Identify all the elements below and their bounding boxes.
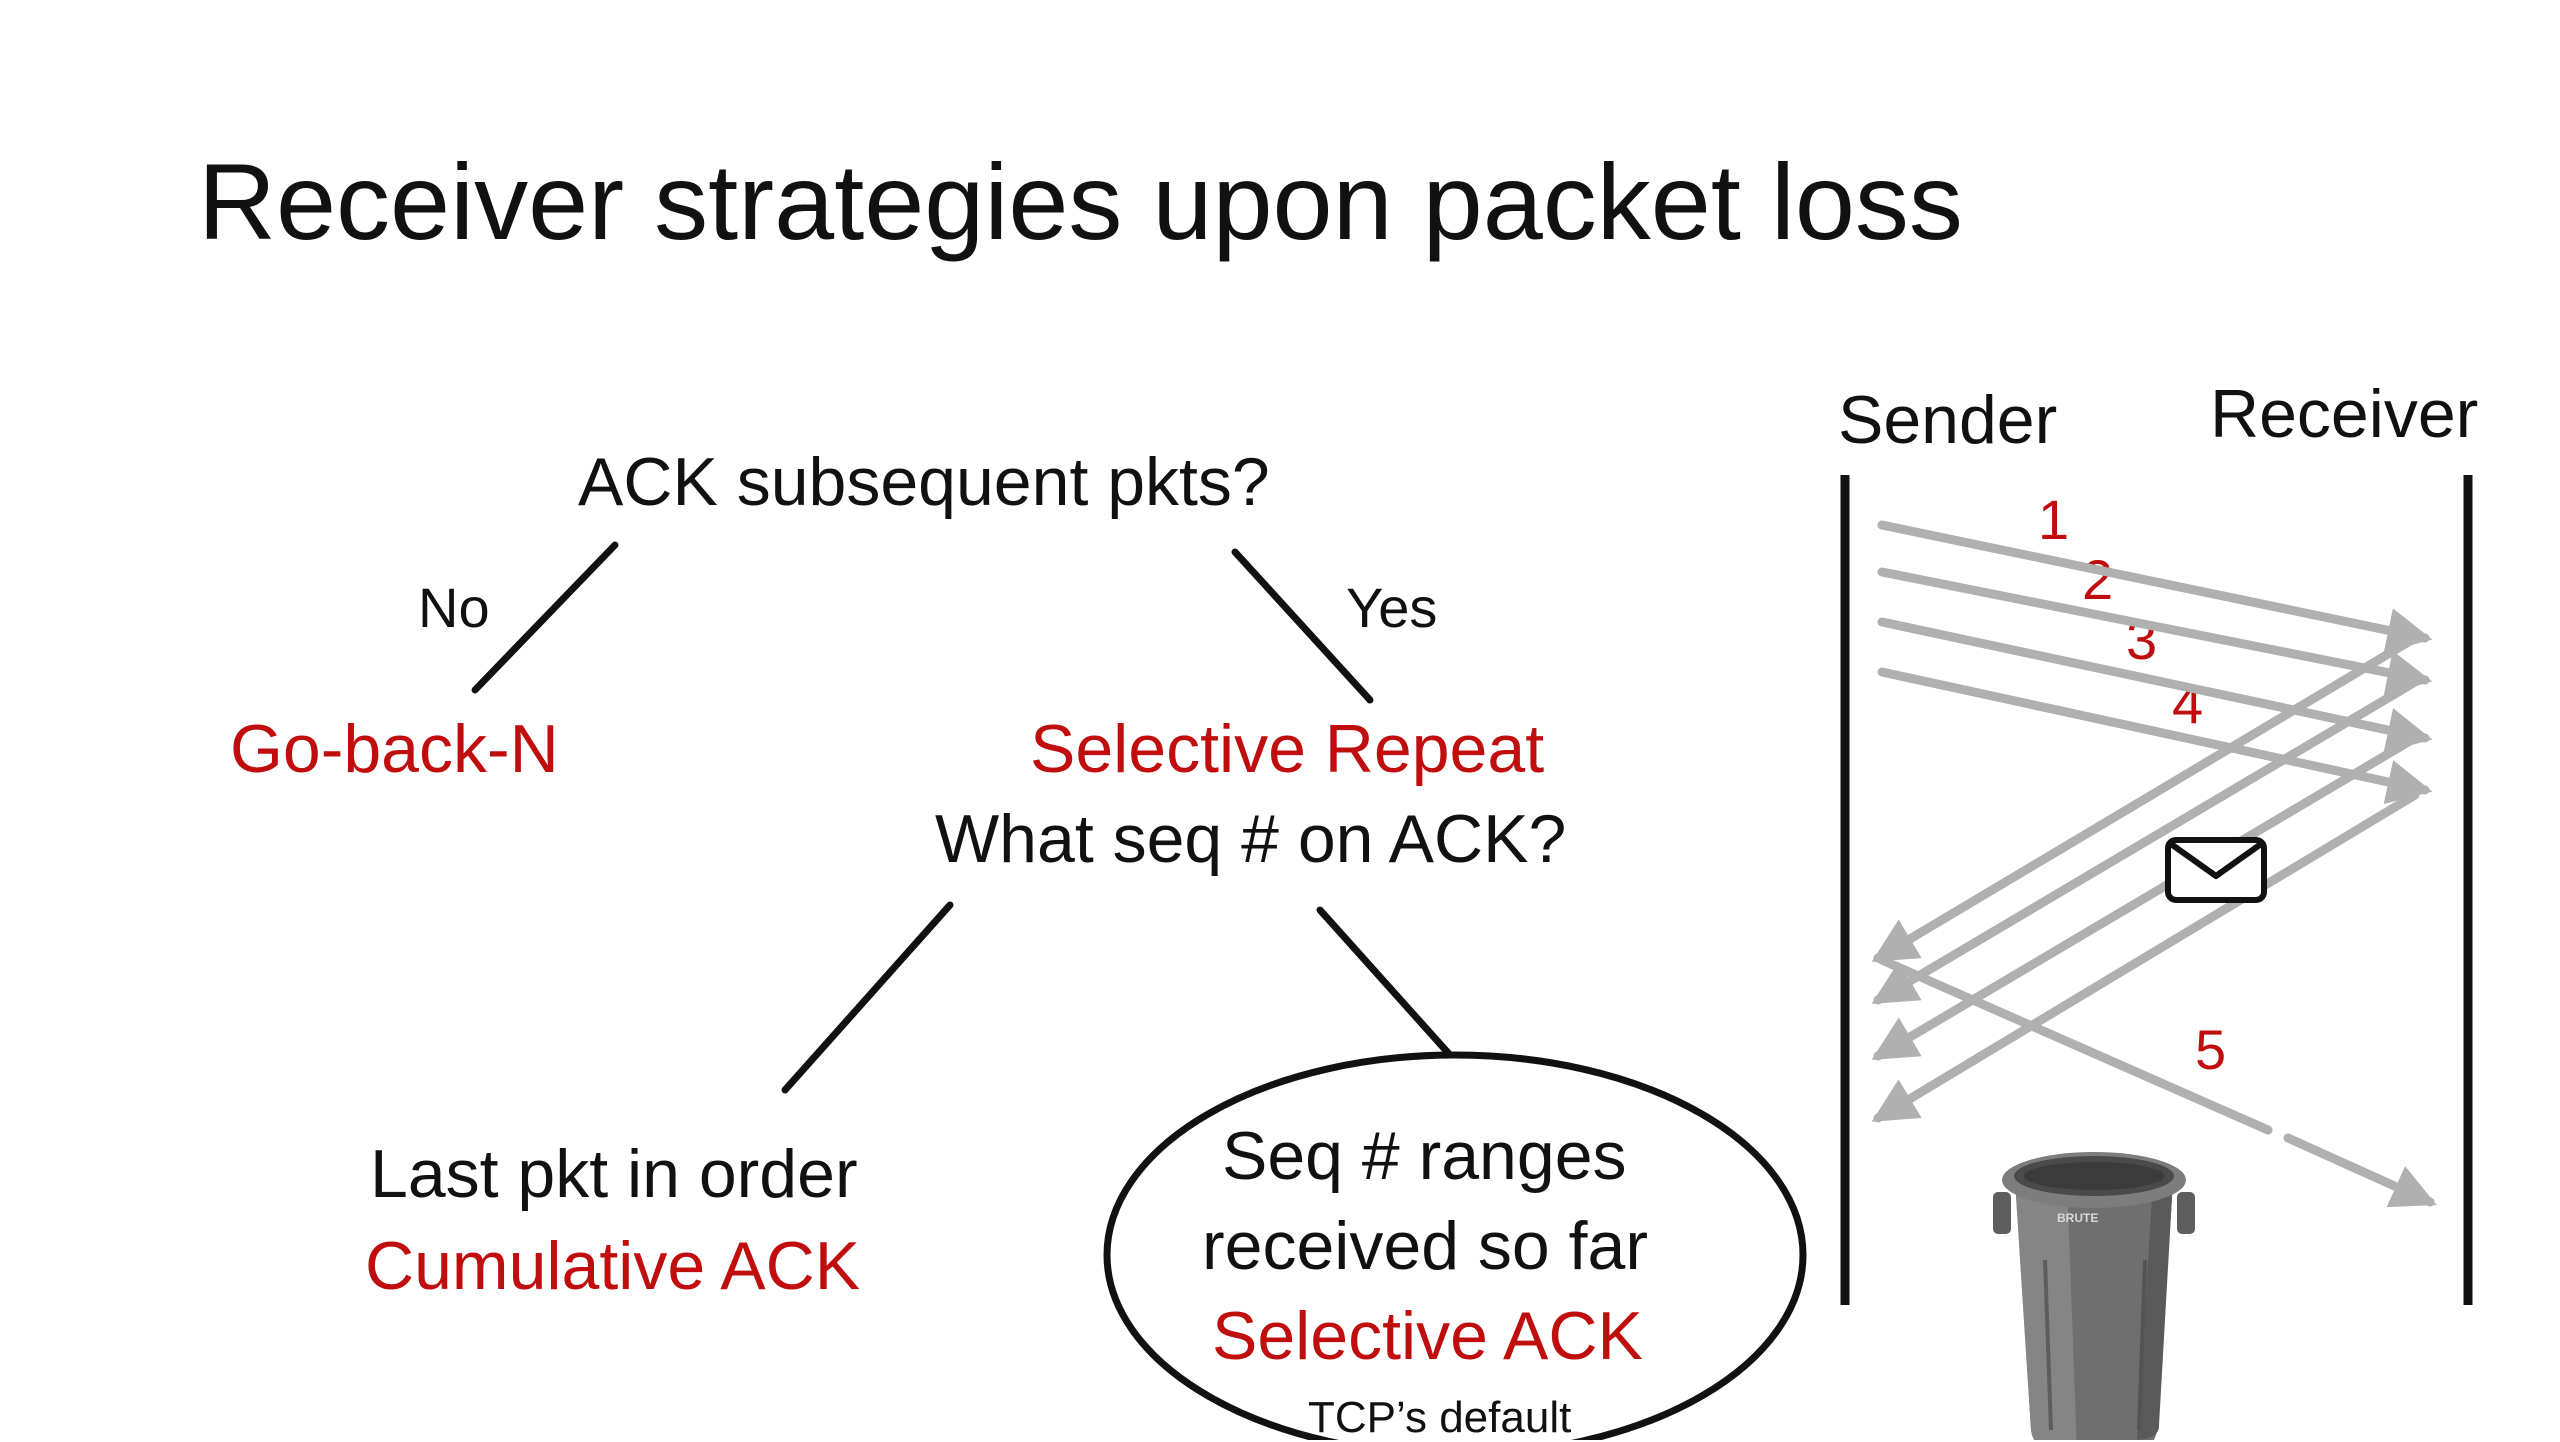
slide-title: Receiver strategies upon packet loss (198, 141, 1963, 262)
edge-cumulative (781, 901, 954, 1094)
branch-yes-label: Yes (1346, 576, 1438, 639)
edge-yes (1231, 548, 1374, 704)
packet-label-5: 5 (2195, 1018, 2227, 1081)
ack-arrow-2 (1871, 677, 2420, 1005)
cumulative-ack-label: Cumulative ACK (365, 1228, 861, 1304)
cumulative-leaf-line1: Last pkt in order (370, 1136, 858, 1212)
edge-no (471, 541, 619, 694)
sender-label: Sender (1838, 382, 2058, 458)
ack-arrow-3 (1871, 733, 2420, 1061)
selective-leaf-line1: Seq # ranges (1222, 1118, 1627, 1194)
second-question: What seq # on ACK? (935, 801, 1567, 877)
selective-leaf-line2: received so far (1202, 1208, 1648, 1284)
receiver-label: Receiver (2210, 376, 2479, 452)
ack-arrow-1 (1871, 633, 2420, 963)
trash-can-brand: BRUTE (2057, 1211, 2098, 1225)
packet-arrow-3 (1877, 617, 2433, 753)
selective-repeat-label: Selective Repeat (1030, 711, 1545, 787)
packet-arrow-4 (1877, 667, 2433, 805)
packet-arrow-2 (1877, 567, 2433, 695)
packet-label-1: 1 (2038, 488, 2070, 551)
root-question: ACK subsequent pkts? (578, 444, 1270, 520)
tcp-default-note: TCP’s default (1308, 1393, 1572, 1442)
edge-selective (1316, 906, 1454, 1059)
trash-can-icon: BRUTE (1993, 1152, 2195, 1440)
selective-ack-ellipse (1103, 1051, 1807, 1440)
packet-arrow-5-first (1877, 955, 2273, 1135)
packet-arrow-5-second (2283, 1133, 2437, 1208)
selective-ack-label: Selective ACK (1212, 1298, 1643, 1374)
ack-arrow-4 (1871, 790, 2420, 1123)
packet-arrow-1 (1877, 520, 2433, 653)
go-back-n-label: Go-back-N (230, 711, 559, 787)
packet-label-2: 2 (2082, 548, 2114, 611)
branch-no-label: No (418, 576, 490, 639)
envelope-icon (2165, 837, 2267, 903)
